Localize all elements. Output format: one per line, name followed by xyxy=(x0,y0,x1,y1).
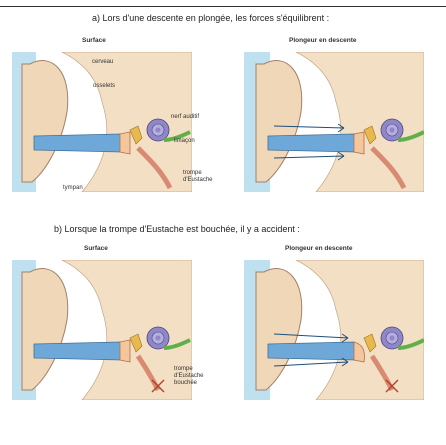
annotation-nerf-auditif: nerf auditif xyxy=(171,114,199,121)
top-border xyxy=(0,0,446,7)
label-surface-a: Surface xyxy=(82,37,106,44)
annotation-tympan: tympan xyxy=(63,185,83,192)
ear-diagram-diver-a xyxy=(244,52,424,192)
annotation-trompe-bouchee: trompe d'Eustache bouchée xyxy=(174,366,204,387)
ear-illustration-a-right xyxy=(244,52,424,192)
label-diver-b: Plongeur en descente xyxy=(285,245,353,252)
annotation-cerveau: cerveau xyxy=(92,59,113,66)
annotation-limacon: limaçon xyxy=(174,138,195,145)
label-surface-b: Surface xyxy=(84,245,108,252)
ear-diagram-diver-b xyxy=(244,260,424,400)
caption-b: b) Lorsque la trompe d'Eustache est bouc… xyxy=(54,224,300,234)
annotation-trompe: trompe d'Eustache xyxy=(183,170,213,184)
ear-illustration-b-right xyxy=(244,260,424,400)
annotation-osselets: osselets xyxy=(93,83,115,90)
ear-diagram-surface-b xyxy=(12,260,192,400)
caption-a: a) Lors d'une descente en plongée, les f… xyxy=(92,13,329,23)
ear-illustration-b-left xyxy=(12,260,192,400)
ear-diagram-surface-a xyxy=(12,52,192,192)
label-diver-a: Plongeur en descente xyxy=(289,37,357,44)
ear-illustration-a-left xyxy=(12,52,192,192)
